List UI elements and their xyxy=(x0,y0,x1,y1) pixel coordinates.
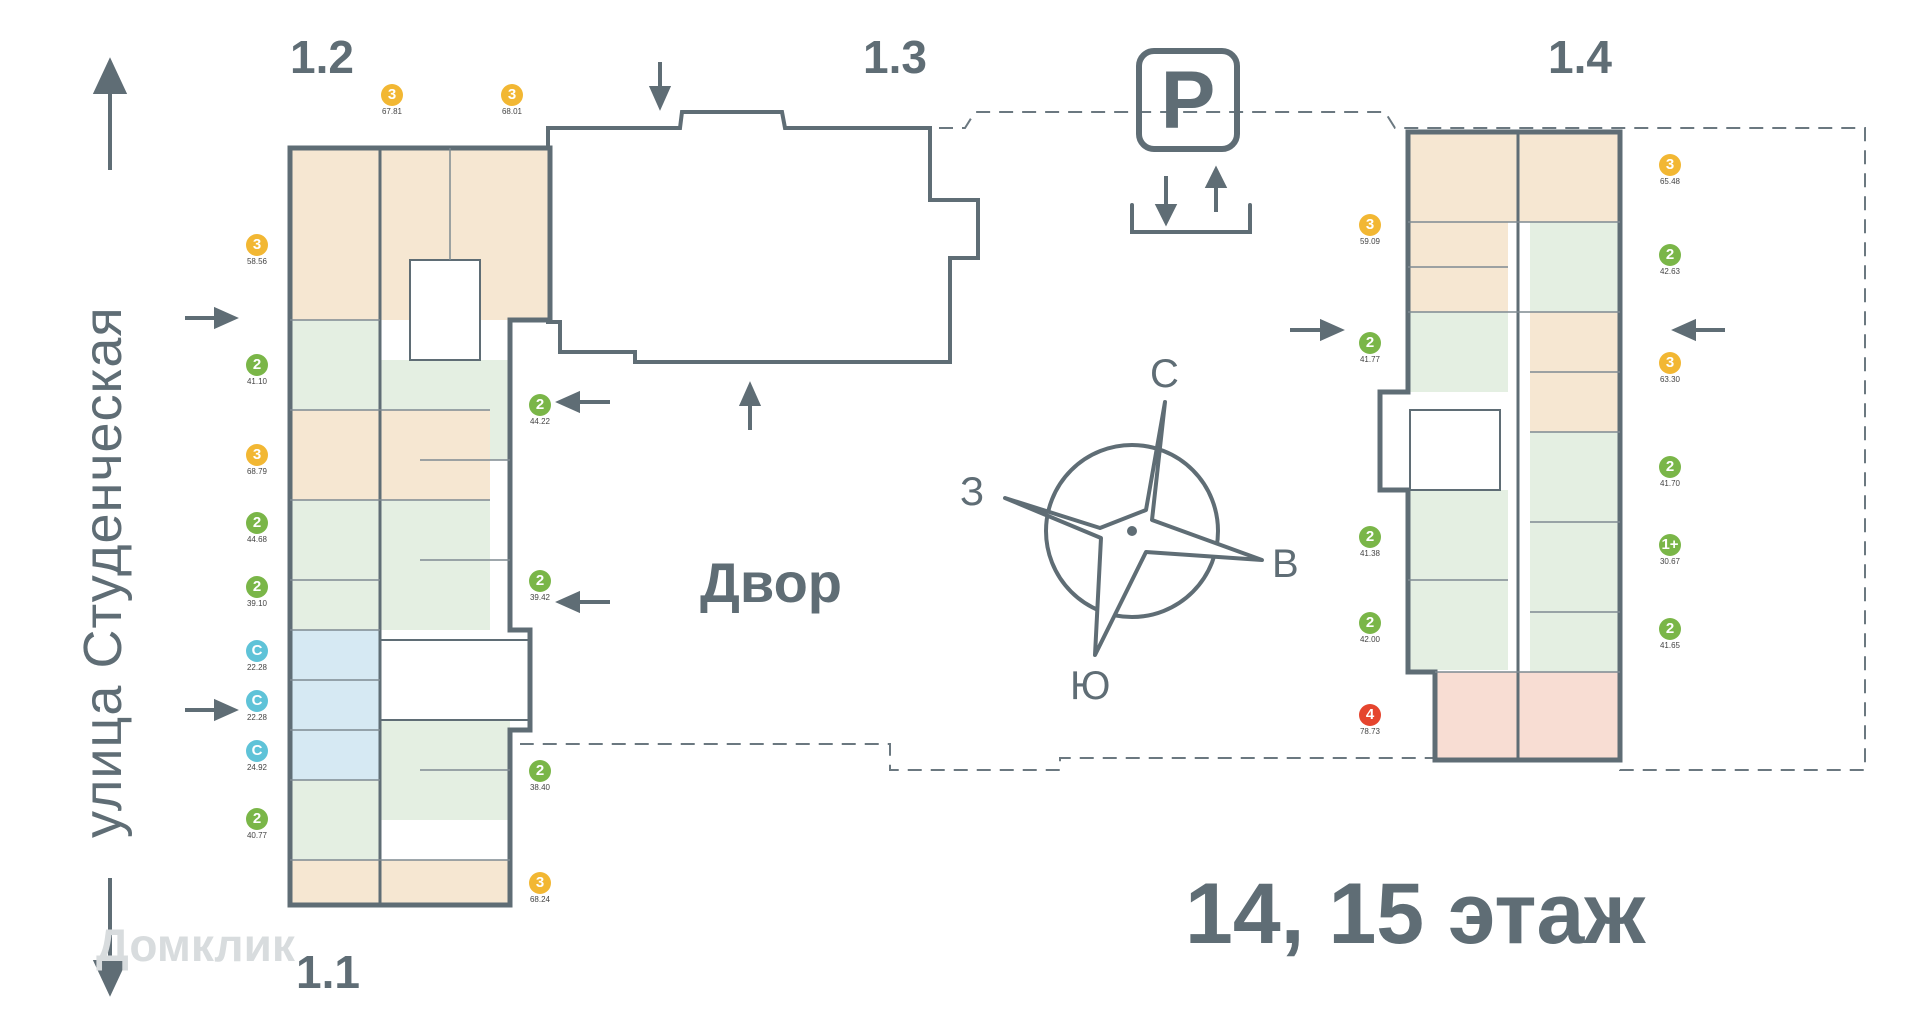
compass-south: Ю xyxy=(1070,664,1111,708)
building-label-1-1: 1.1 xyxy=(296,946,360,998)
building-1-3-outline xyxy=(546,110,980,364)
building-label-1-3: 1.3 xyxy=(863,31,927,83)
compass-north: С xyxy=(1150,352,1179,396)
floor-title: 14, 15 этаж xyxy=(1185,866,1646,962)
building-1-1-1-2-plan xyxy=(287,145,553,908)
parking-entry-exit xyxy=(1130,165,1252,234)
site-boundary xyxy=(520,111,1866,771)
building-1-4-plan xyxy=(1377,129,1623,763)
compass-east: В xyxy=(1272,542,1299,586)
building-label-1-2: 1.2 xyxy=(290,31,354,83)
compass-west: З xyxy=(960,470,985,514)
watermark: Домклик xyxy=(96,919,295,971)
building-label-1-4: 1.4 xyxy=(1548,31,1612,83)
apartment-badge[interactable]: 1+30.67 xyxy=(1659,534,1681,566)
yard-label: Двор xyxy=(700,551,842,614)
street-direction-arrows xyxy=(92,57,128,997)
street-name: улица Студенческая xyxy=(73,306,133,838)
entrance-arrows xyxy=(185,62,1725,722)
parking-sign-icon: P xyxy=(1136,48,1240,152)
compass-rose xyxy=(1003,400,1264,657)
